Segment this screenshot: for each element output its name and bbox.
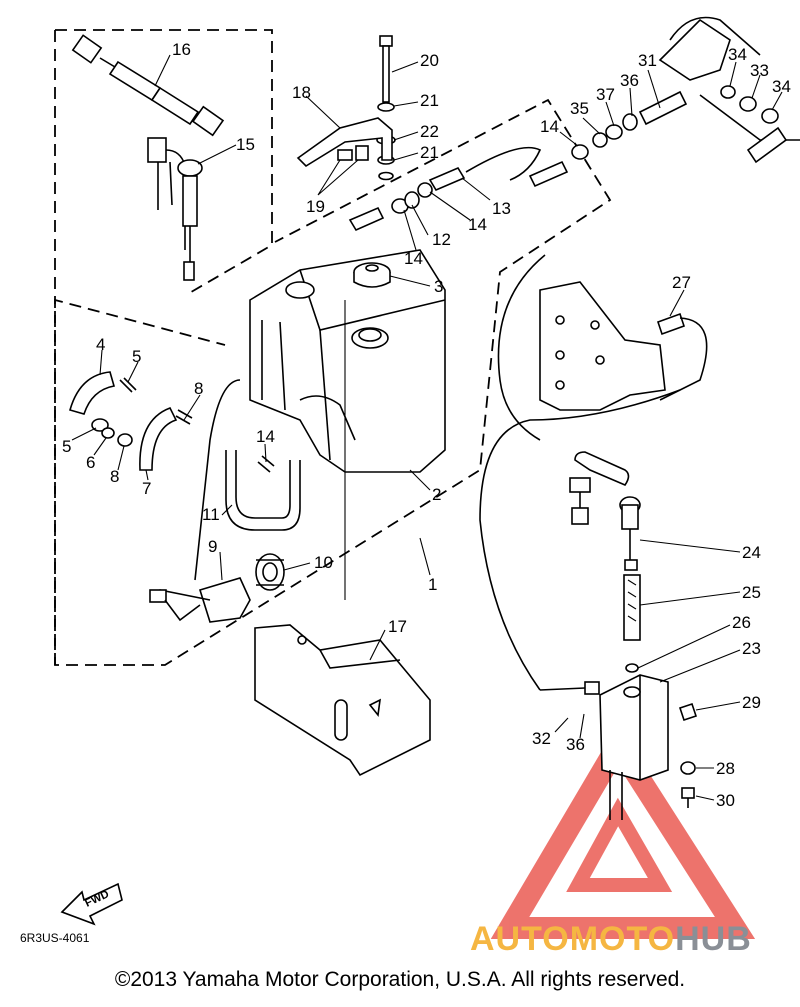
callout-2: 2 [432,485,441,504]
callout-7: 7 [142,479,151,498]
callout-27: 27 [672,273,691,292]
callout-5: 5 [132,347,141,366]
callout-32: 32 [532,729,551,748]
callout-11: 11 [202,505,220,524]
group-outline [54,29,612,666]
callout-19: 19 [306,197,325,216]
callout-29: 29 [742,693,761,712]
plug-parts [678,702,698,808]
long-hose-part [194,379,301,581]
callout-10: 10 [314,553,333,572]
callout-36: 36 [566,735,585,754]
mounting-plate-part [254,624,431,777]
watermark-part-2: MOTO [569,920,676,958]
callout-14: 14 [256,427,275,446]
tank-cap-part [353,262,391,288]
callout-1: 1 [428,575,437,594]
watermark-logo [490,723,756,939]
parts-diagram: FWD [54,16,800,939]
callout-28: 28 [716,759,735,778]
oil-pump-part [149,577,251,623]
engine-block [479,254,708,691]
callout-20: 20 [420,51,439,70]
small-hose-parts [69,371,275,473]
callout-3: 3 [434,277,443,296]
callout-21: 21 [420,143,439,162]
callout-23: 23 [742,639,761,658]
watermark-text: AUTOMOTOHUB [470,920,752,959]
oil-hose-parts [348,90,688,232]
callout-8: 8 [194,379,203,398]
callout-8: 8 [110,467,119,486]
callout-21: 21 [420,91,439,110]
callout-24: 24 [742,543,761,562]
forward-direction-icon: FWD [60,882,123,926]
watermark-part-1: AUTO [470,920,570,958]
callout-14: 14 [404,249,423,268]
diagram-part-code: 6R3US-4061 [20,931,90,945]
sub-oil-tank-part [539,451,669,820]
callout-26: 26 [732,613,751,632]
callout-22: 22 [420,122,439,141]
callout-36: 36 [620,71,639,90]
callout-33: 33 [750,61,769,80]
callout-9: 9 [208,537,217,556]
callout-31: 31 [638,51,657,70]
callout-34: 34 [772,77,791,96]
callout-14: 14 [468,215,487,234]
wire-harness-part [71,34,225,137]
oil-filter-part [255,553,285,591]
callout-15: 15 [236,135,255,154]
callout-4: 4 [96,335,105,354]
callout-13: 13 [492,199,511,218]
watermark-part-3: HUB [675,920,752,958]
callout-37: 37 [596,85,615,104]
oil-tank-part [249,249,446,600]
callout-5: 5 [62,437,71,456]
callout-17: 17 [388,617,407,636]
callout-numbers: 16 15 20 21 18 22 21 19 14 12 13 14 31 3… [62,40,791,810]
callout-16: 16 [172,40,191,59]
copyright-notice: ©2013 Yamaha Motor Corporation, U.S.A. A… [114,968,686,991]
tank-bracket-part [296,117,393,168]
callout-12: 12 [432,230,451,249]
callout-14: 14 [540,117,559,136]
leader-lines [71,54,783,801]
callout-35: 35 [570,99,589,118]
callout-30: 30 [716,791,735,810]
oil-level-sender-part [147,137,203,281]
callout-6: 6 [86,453,95,472]
callout-25: 25 [742,583,761,602]
engine-hose-parts [658,16,800,164]
callout-18: 18 [292,83,311,102]
callout-34: 34 [728,45,747,64]
